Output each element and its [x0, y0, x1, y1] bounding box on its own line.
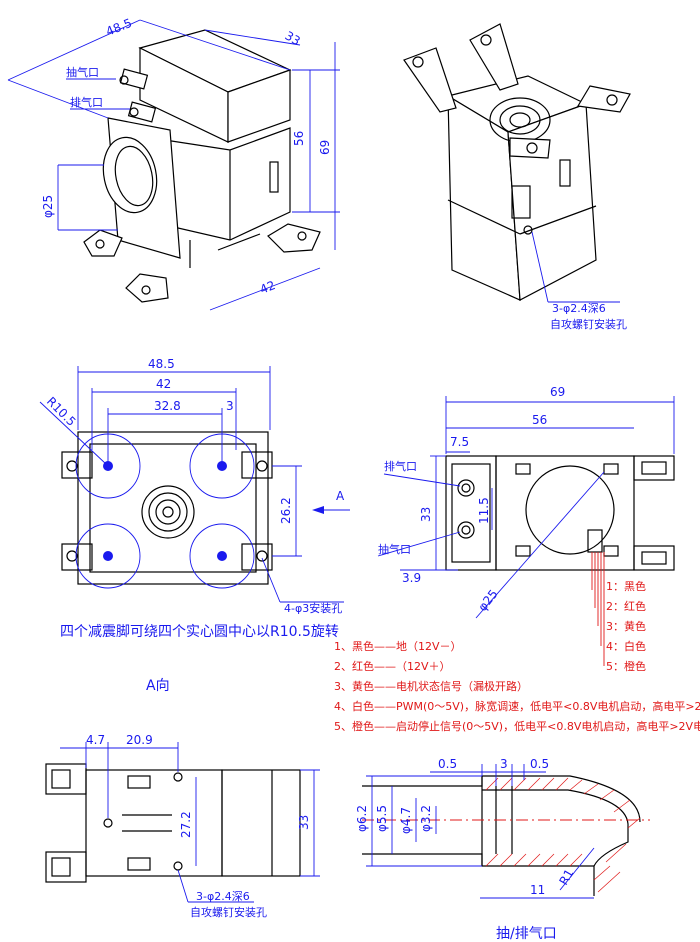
dim-3-port: 3 [500, 757, 508, 771]
dim-phi3-2: φ3.2 [419, 805, 433, 832]
legend-line-3: 3、黄色——电机状态信号（漏极开路） [334, 679, 528, 693]
dim-phi5-5: φ5.5 [375, 805, 389, 832]
port-detail [362, 775, 650, 896]
arrow-a-label: A [336, 489, 345, 503]
dim-56-side: 56 [532, 413, 547, 427]
wire-legend: 1、黑色——地（12V－） 2、红色——（12V＋） 3、黄色——电机状态信号（… [334, 639, 700, 733]
legend-line-2: 2、红色——（12V＋） [334, 659, 451, 673]
dim-phi25-side: φ25 [475, 587, 500, 614]
dim-42-bottom: 42 [156, 377, 171, 391]
hole-note-view-a: 自攻螺钉安装孔 [190, 905, 267, 919]
dim-33-side: 33 [419, 507, 433, 522]
bottom-view-note: 四个减震脚可绕四个实心圆中心以R10.5旋转 [60, 624, 339, 640]
wire-3-label: 3：黄色 [606, 619, 646, 633]
dim-r1-port: R1 [556, 867, 576, 888]
isometric-view-back [403, 23, 631, 301]
hatch-pattern [485, 777, 641, 893]
dim-0-5-left: 0.5 [438, 757, 457, 771]
side-view-dimensions: 69 56 7.5 33 11.5 3.9 φ25 排气口 抽气口 [377, 385, 675, 619]
wire-5-label: 5：橙色 [606, 659, 646, 673]
dim-7-5-side: 7.5 [450, 435, 469, 449]
dim-3-9-side: 3.9 [402, 571, 421, 585]
view-a-title: A向 [146, 678, 170, 694]
dim-33-view-a: 33 [297, 815, 311, 830]
wire-labels: 1：黑色 2：红色 3：黄色 4：白色 5：橙色 [591, 552, 646, 673]
dim-11-5-side: 11.5 [477, 497, 491, 524]
bottom-view [61, 431, 273, 589]
dim-3-bottom: 3 [226, 399, 234, 413]
port-detail-dimensions: 0.5 3 0.5 φ6.2 φ5.5 φ4.7 φ3.2 11 R1 抽/排气… [355, 757, 595, 942]
dim-phi6-2: φ6.2 [355, 805, 369, 832]
hole-spec-iso: 3-φ2.4深6 [552, 302, 606, 315]
label-suction-iso: 抽气口 [66, 65, 99, 79]
dim-phi4-7: φ4.7 [399, 807, 413, 834]
dim-4-7-view-a: 4.7 [86, 733, 105, 747]
isometric-view-front [83, 29, 321, 303]
hole-spec-bottom: 4-φ3安装孔 [284, 601, 342, 615]
bottom-view-dimensions: 48.5 42 32.8 3 R10.5 26.2 A 4-φ3安装孔 四个减震… [39, 357, 350, 640]
dim-26-2-bottom: 26.2 [279, 497, 293, 524]
dim-11-port: 11 [530, 883, 545, 897]
dim-20-9-view-a: 20.9 [126, 733, 153, 747]
dim-0-5-right: 0.5 [530, 757, 549, 771]
legend-line-5: 5、橙色——启动停止信号(0～5V)，低电平<0.8V电机启动，高电平>2V电机… [334, 719, 700, 733]
label-exhaust-iso: 排气口 [70, 95, 103, 109]
dim-radius-bottom: R10.5 [44, 394, 79, 429]
dim-phi25-iso: φ25 [41, 195, 55, 218]
dim-33-iso: 33 [283, 28, 303, 48]
legend-line-4: 4、白色——PWM(0～5V)，脉宽调速，低电平<0.8V电机启动，高电平>2V… [334, 699, 700, 713]
dim-48-5-bottom: 48.5 [148, 357, 175, 371]
isometric-front-dimensions: 48.5 33 56 69 42 φ25 抽气口 排气口 [7, 16, 340, 311]
isometric-back-annotation: 3-φ2.4深6 自攻螺钉安装孔 [531, 231, 627, 331]
dim-32-8-bottom: 32.8 [154, 399, 181, 413]
view-a-dimensions: 4.7 20.9 27.2 33 3-φ2.4深6 自攻螺钉安装孔 [60, 733, 320, 919]
port-detail-title: 抽/排气口 [496, 926, 557, 942]
dim-48-5-iso: 48.5 [104, 16, 134, 39]
dim-27-2-view-a: 27.2 [179, 811, 193, 838]
wire-2-label: 2：红色 [606, 599, 646, 613]
dim-69-iso: 69 [318, 140, 332, 155]
dim-69-side: 69 [550, 385, 565, 399]
label-suction-side: 抽气口 [378, 542, 411, 556]
hole-note-iso: 自攻螺钉安装孔 [550, 317, 627, 331]
label-exhaust-side: 排气口 [384, 459, 417, 473]
dim-56-iso: 56 [292, 131, 306, 146]
dim-42-iso: 42 [258, 278, 277, 297]
legend-line-1: 1、黑色——地（12V－） [334, 639, 462, 653]
view-a [45, 763, 301, 883]
wire-1-label: 1：黑色 [606, 579, 646, 593]
side-view [445, 455, 675, 571]
hole-spec-view-a: 3-φ2.4深6 [196, 890, 250, 903]
wire-4-label: 4：白色 [606, 639, 646, 653]
